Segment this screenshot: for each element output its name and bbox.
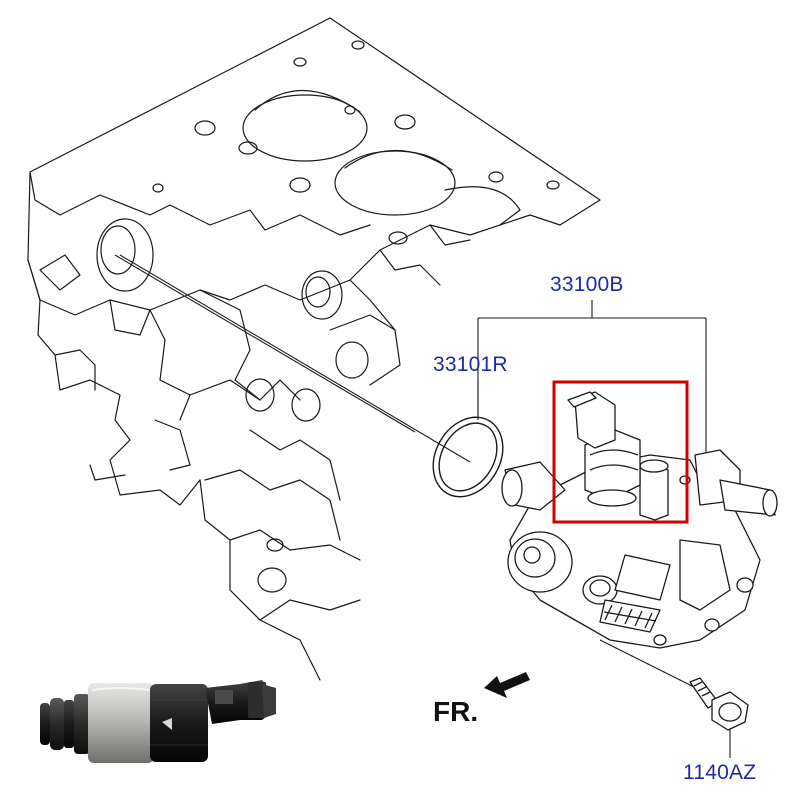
cylinder-bore-1 (242, 94, 368, 162)
o-ring-seal (432, 416, 504, 498)
high-pressure-pump (501, 449, 778, 649)
label-bolt: 1140AZ (683, 761, 757, 784)
leader-lines (114, 254, 731, 758)
front-boss (96, 218, 154, 292)
metering-valve-drawing (567, 391, 641, 507)
bolt-drawing (689, 677, 749, 731)
arrow-left-down-icon (484, 672, 530, 698)
highlight-box (552, 380, 689, 524)
fuel-metering-valve-photo (30, 663, 288, 790)
label-o-ring: 33101R (433, 353, 508, 376)
engine-block-drawing (27, 17, 601, 681)
label-pump-assembly: 33100B (550, 273, 624, 296)
front-direction-label: FR. (433, 696, 479, 727)
